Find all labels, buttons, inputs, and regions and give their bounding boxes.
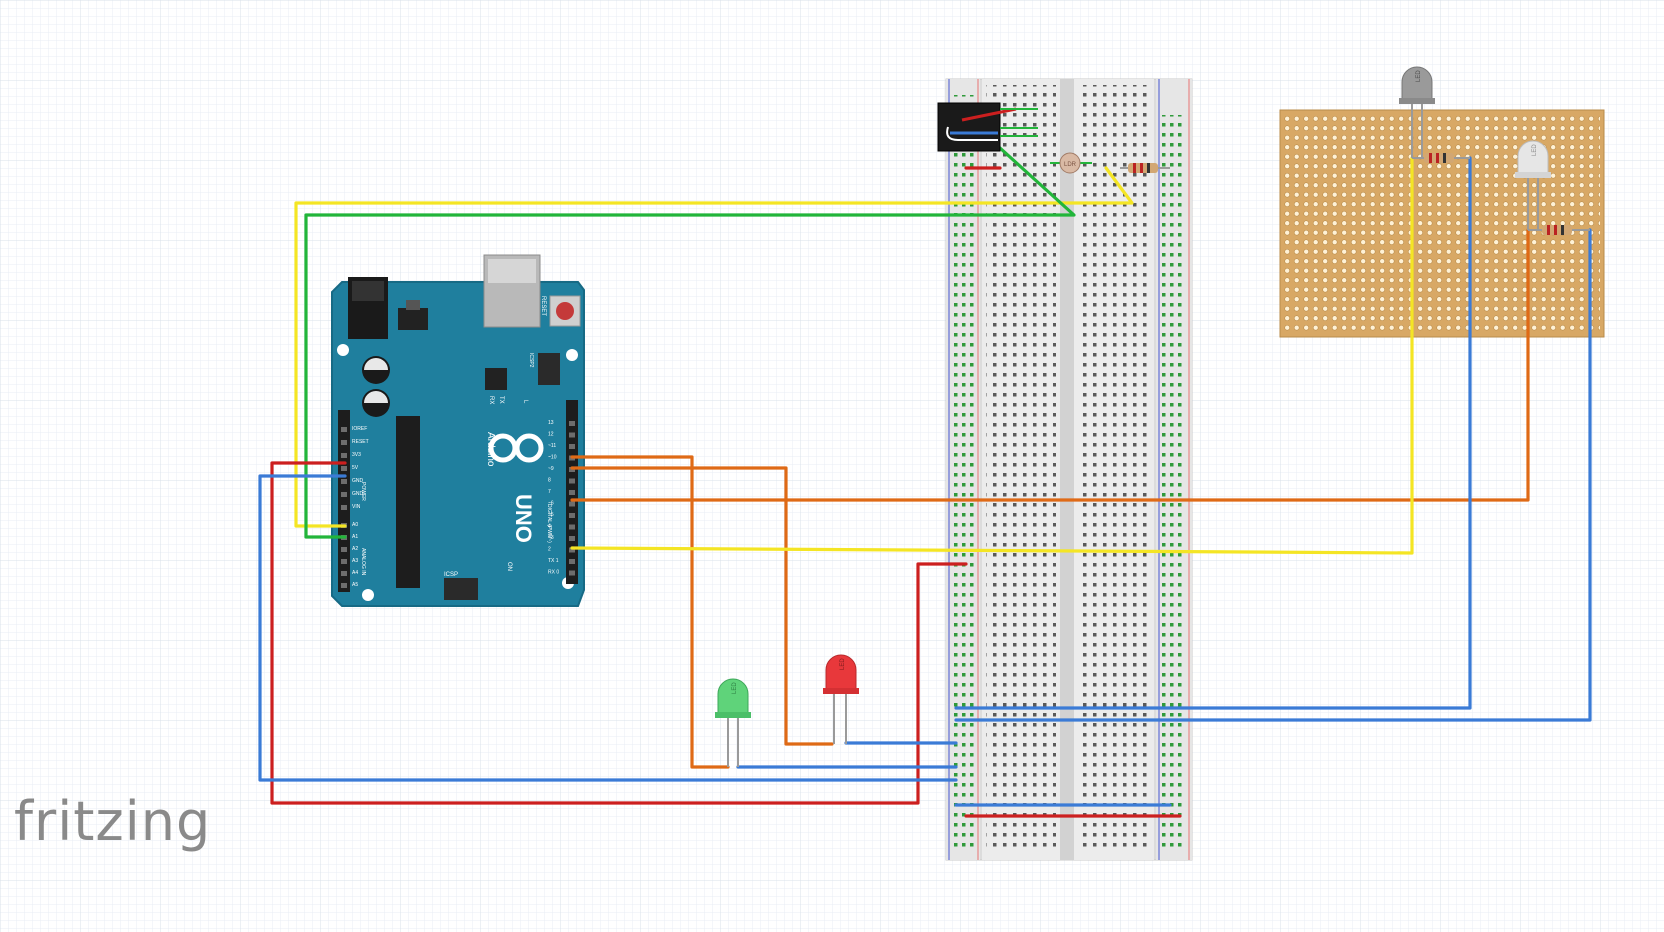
header-pin[interactable]: [341, 479, 347, 484]
led-green[interactable]: LED: [715, 678, 751, 767]
wire-green-a1-breadboard[interactable]: [304, 146, 1076, 539]
reset-button[interactable]: [549, 295, 581, 327]
pin-label: 5V: [352, 465, 359, 471]
wire-orange-pin11-red-led[interactable]: [570, 466, 834, 746]
arduino-uno-board[interactable]: UNO Arduino RESET ICSP ICSP2 TX RX L ON …: [331, 254, 585, 607]
atmega-chip: [396, 416, 420, 588]
pin-label: 4: [548, 524, 551, 530]
wire-orange-pin7-white-led[interactable]: [570, 228, 1530, 502]
pin-label: ~3: [548, 535, 554, 541]
wire-blue-stripboard-gnd-2[interactable]: [954, 228, 1592, 722]
wire-orange-pin12-green-led[interactable]: [570, 455, 730, 769]
pin-label: 13: [548, 420, 554, 426]
header-pin[interactable]: [569, 501, 575, 507]
pin-label: A4: [352, 570, 358, 576]
pin-label: A3: [352, 558, 358, 564]
header-pin[interactable]: [341, 427, 347, 432]
header-pin[interactable]: [569, 432, 575, 438]
pin-label: ~11: [548, 443, 556, 449]
pin-label: A0: [352, 522, 358, 528]
pin-label: GND: [352, 478, 364, 484]
pin-label: A1: [352, 534, 358, 540]
led-red-label: LED: [840, 658, 846, 670]
header-pin[interactable]: [341, 571, 347, 576]
resistor-breadboard[interactable]: [1120, 163, 1170, 173]
pin-label: ~6: [548, 501, 554, 507]
led-red[interactable]: LED: [823, 654, 859, 744]
header-pin[interactable]: [341, 492, 347, 497]
tx-label: TX: [498, 396, 504, 404]
header-pin[interactable]: [569, 536, 575, 541]
ldr-label: LDR: [1064, 162, 1077, 168]
arduino-logo-icon: [488, 433, 544, 463]
pin-label: 7: [548, 489, 551, 495]
breadboard[interactable]: [945, 78, 1193, 861]
wire-yellow-a0-ldr[interactable]: [294, 166, 1134, 528]
led-grey-label: LED: [1416, 70, 1422, 82]
pin-label: 8: [548, 478, 551, 484]
pin-label: RX 0: [548, 570, 559, 576]
pin-label: GND: [352, 491, 364, 497]
on-label: ON: [506, 562, 512, 571]
header-pin[interactable]: [569, 513, 575, 518]
pin-label: ~10: [548, 455, 557, 461]
stripboard[interactable]: [1279, 109, 1605, 338]
power-pin-labels: IOREF RESET 3V3 5V GND GND VIN: [341, 426, 369, 510]
fritzing-logo: fritzing: [14, 790, 212, 853]
board-model-label: UNO: [511, 494, 536, 543]
reset-label: RESET: [540, 296, 546, 316]
wires[interactable]: [258, 146, 1592, 818]
led-green-label: LED: [732, 682, 738, 694]
rx-label: RX: [488, 396, 494, 404]
digital-section-label: DIGITAL (PWM~): [546, 504, 552, 543]
ir-receiver-module[interactable]: [937, 102, 1038, 152]
header-pin[interactable]: [341, 440, 347, 445]
wire-yellow-pin3-grey-led[interactable]: [570, 156, 1414, 555]
analog-section-label: ANALOG IN: [360, 548, 366, 576]
header-pin[interactable]: [569, 478, 575, 484]
pin-label: 12: [548, 432, 554, 438]
pin-label: VIN: [352, 504, 361, 510]
header-pin[interactable]: [341, 547, 347, 552]
pin-label: A2: [352, 546, 358, 552]
pin-label: IOREF: [352, 426, 367, 432]
photoresistor[interactable]: LDR: [1050, 152, 1092, 174]
header-pin[interactable]: [569, 570, 575, 576]
header-pin[interactable]: [569, 421, 575, 426]
pin-label: 3V3: [352, 452, 361, 458]
icsp-label: ICSP: [444, 572, 458, 578]
pin-label: 2: [548, 547, 551, 553]
pin-label: RESET: [352, 439, 369, 445]
header-pin[interactable]: [569, 444, 575, 449]
header-pin[interactable]: [569, 559, 575, 564]
wire-red-5v-power[interactable]: [270, 461, 968, 805]
header-pin[interactable]: [341, 505, 347, 510]
header-pin[interactable]: [341, 466, 347, 471]
l-label: L: [522, 400, 528, 404]
header-pin[interactable]: [569, 524, 575, 530]
power-section-label: POWER: [360, 482, 366, 501]
wire-blue-stripboard-gnd-1[interactable]: [954, 156, 1472, 710]
header-pin[interactable]: [341, 453, 347, 458]
wire-blue-gnd-ground[interactable]: [258, 474, 958, 782]
board-brand-label: Arduino: [485, 432, 496, 467]
pin-label: A5: [352, 582, 358, 588]
header-pin[interactable]: [341, 583, 347, 588]
led-white[interactable]: LED: [1515, 140, 1551, 230]
pin-label: TX 1: [548, 558, 559, 564]
led-white-label: LED: [1532, 144, 1538, 156]
header-pin[interactable]: [569, 547, 575, 553]
header-pin[interactable]: [569, 490, 575, 495]
header-pin[interactable]: [341, 559, 347, 564]
pin-label: ~5: [548, 512, 554, 518]
led-grey[interactable]: LED: [1399, 66, 1435, 158]
pin-label: ~9: [548, 466, 554, 472]
icsp2-label: ICSP2: [528, 353, 534, 368]
power-analog-header: [338, 410, 350, 592]
